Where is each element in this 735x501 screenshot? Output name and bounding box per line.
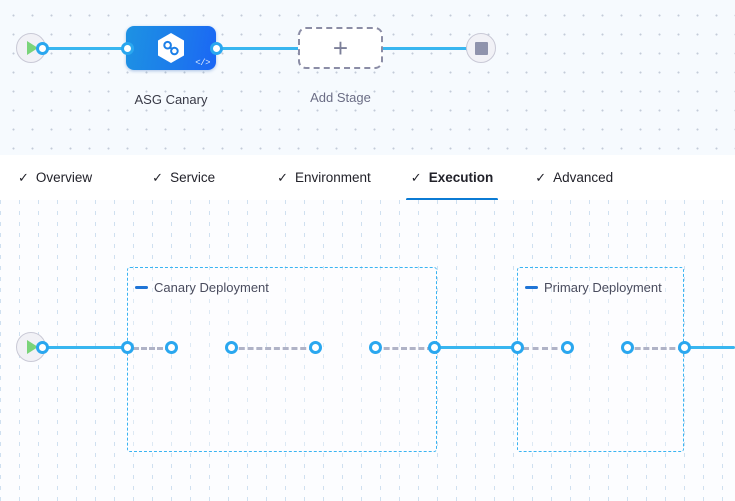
step1-input-port[interactable] — [165, 341, 178, 354]
stage-output-port[interactable] — [210, 42, 223, 55]
play-icon — [27, 340, 38, 354]
stage-node-asg-canary[interactable]: </> — [126, 26, 216, 70]
canary-group-output-port[interactable] — [428, 341, 441, 354]
check-icon: ✓ — [18, 170, 29, 185]
group-canary-deployment-header[interactable]: Canary Deployment — [135, 280, 269, 295]
tab-label: Overview — [35, 170, 93, 185]
add-stage-label: Add Stage — [310, 90, 371, 105]
primary-group-output-port[interactable] — [678, 341, 691, 354]
tab-underline — [405, 197, 499, 201]
connector-dashed-step1-to-step2 — [230, 347, 315, 350]
tab-execution[interactable]: ✓ Execution — [405, 156, 499, 201]
primary-group-input-port[interactable] — [511, 341, 524, 354]
check-icon: ✓ — [277, 170, 288, 185]
execution-start-port[interactable] — [36, 341, 49, 354]
execution-canvas[interactable]: Canary Deployment Primary Deployment — [0, 200, 735, 501]
step3-output-port[interactable] — [621, 341, 634, 354]
connector-primary-to-right-edge — [684, 346, 735, 349]
connector-stage-to-addstage — [215, 47, 305, 50]
pipeline-end-node[interactable] — [466, 33, 496, 63]
tab-overview[interactable]: ✓ Overview — [16, 156, 94, 200]
tab-service[interactable]: ✓ Service — [150, 156, 217, 200]
group-primary-deployment[interactable] — [517, 267, 684, 452]
pipeline-start-port[interactable] — [36, 42, 49, 55]
plus-icon: + — [332, 33, 349, 63]
add-stage-button[interactable]: + — [298, 27, 383, 69]
check-icon: ✓ — [152, 170, 164, 185]
connector-dashed-step2-to-group-out — [375, 347, 433, 350]
stop-square-icon — [474, 41, 488, 55]
minus-icon[interactable] — [525, 286, 538, 289]
group-title: Canary Deployment — [154, 280, 269, 295]
connector-addstage-to-end — [378, 47, 470, 50]
minus-icon[interactable] — [135, 286, 148, 289]
step2-input-port[interactable] — [309, 341, 322, 354]
play-icon — [27, 41, 38, 55]
step3-input-port[interactable] — [561, 341, 574, 354]
step2-output-port[interactable] — [369, 341, 382, 354]
harness-hexagon-icon — [158, 33, 184, 63]
group-primary-deployment-header[interactable]: Primary Deployment — [525, 280, 662, 295]
connector-start-to-stage — [40, 47, 132, 50]
tab-environment[interactable]: ✓ Environment — [275, 156, 373, 200]
tab-label: Advanced — [553, 170, 614, 185]
connector-dashed-step3-to-group2-out — [626, 347, 684, 350]
tab-advanced[interactable]: ✓ Advanced — [533, 156, 615, 200]
connector-start-to-canary-group — [40, 346, 133, 349]
tab-label: Execution — [428, 170, 494, 185]
connector-dashed-group2-in-to-step3 — [523, 347, 567, 350]
stage-input-port[interactable] — [121, 42, 134, 55]
connector-canary-to-primary-group — [432, 346, 523, 349]
group-title: Primary Deployment — [544, 280, 662, 295]
code-glyph: </> — [195, 58, 210, 68]
check-icon: ✓ — [410, 170, 422, 185]
group-canary-deployment[interactable] — [127, 267, 437, 452]
stage-label-asg-canary: ASG Canary — [134, 92, 208, 107]
stage-canvas[interactable]: </> ASG Canary + Add Stage — [0, 0, 735, 155]
canary-group-input-port[interactable] — [121, 341, 134, 354]
check-icon: ✓ — [535, 170, 547, 185]
tab-label: Environment — [295, 170, 371, 185]
connector-dashed-group-in-to-step1 — [133, 347, 171, 350]
step1-output-port[interactable] — [225, 341, 238, 354]
stage-tabs: ✓ Overview ✓ Service ✓ Environment ✓ Exe… — [0, 155, 735, 201]
tab-label: Service — [170, 170, 216, 185]
